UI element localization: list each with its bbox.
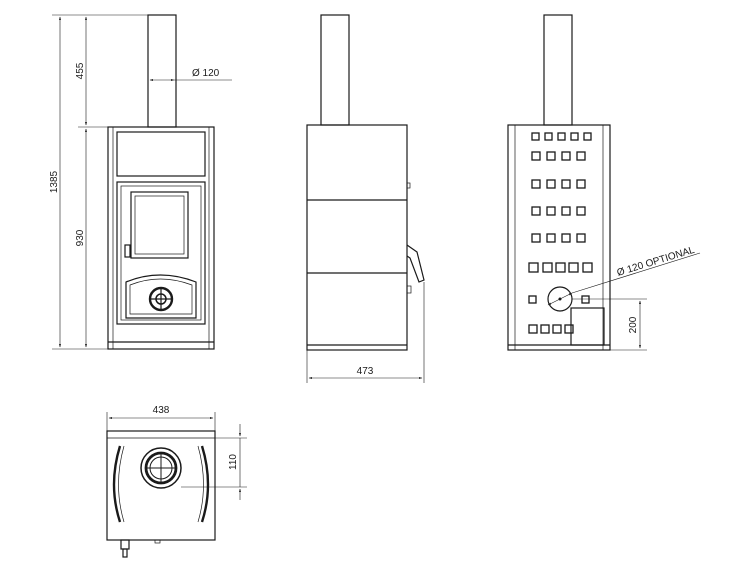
flue-diameter-label: Ø 120 — [192, 68, 220, 79]
front-top-panel — [116, 131, 206, 177]
front-dimensions: 1385 455 930 Ø 120 — [49, 14, 232, 350]
front-body — [107, 126, 215, 350]
flue-height-label: 455 — [75, 62, 86, 79]
side-dimensions: 473 — [306, 282, 425, 383]
back-flue-pipe — [543, 14, 573, 126]
top-offset-label: 110 — [228, 454, 239, 470]
top-handle — [120, 539, 130, 550]
front-flue-pipe — [147, 14, 177, 128]
back-body — [507, 124, 611, 351]
back-vent-grid — [528, 132, 593, 334]
back-view — [507, 14, 611, 351]
side-door-handle — [406, 244, 425, 283]
top-left-curve — [112, 445, 122, 523]
flue-collar-icon — [140, 447, 182, 489]
optional-outlet-label: Ø 120 OPTIONAL — [616, 245, 697, 279]
control-knob-icon — [148, 286, 174, 312]
side-flue-pipe — [320, 14, 350, 126]
front-door-glass — [130, 191, 189, 259]
total-height-label: 1385 — [49, 170, 60, 193]
front-door-frame — [116, 181, 206, 325]
body-height-label: 930 — [75, 229, 86, 246]
top-dimensions: 438 110 — [106, 405, 247, 500]
top-view — [106, 430, 216, 558]
depth-label: 473 — [357, 366, 374, 377]
top-right-curve — [200, 445, 210, 523]
back-access-panel — [570, 307, 605, 346]
outlet-height-label: 200 — [628, 316, 639, 333]
width-label: 438 — [153, 405, 170, 416]
door-handle — [124, 244, 131, 258]
front-ash-panel — [125, 274, 197, 319]
side-body — [306, 124, 408, 351]
top-body — [106, 430, 216, 541]
front-view — [107, 14, 215, 350]
side-view — [306, 14, 425, 351]
